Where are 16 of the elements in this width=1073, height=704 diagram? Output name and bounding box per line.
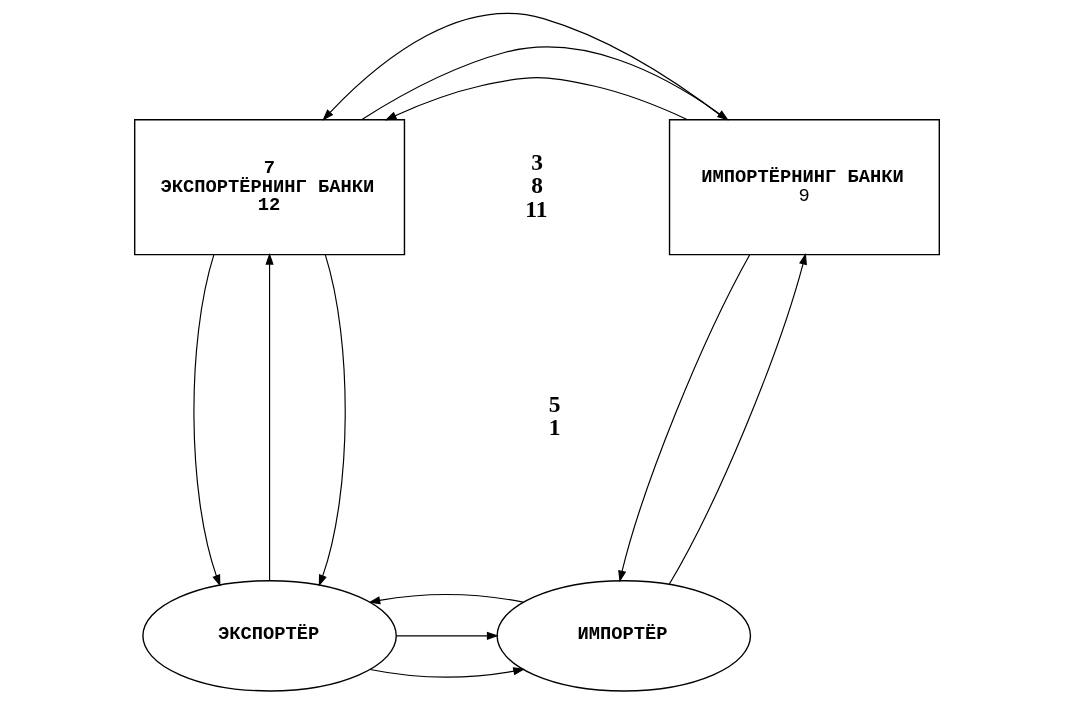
arrow xyxy=(318,254,346,587)
arrow xyxy=(617,254,750,583)
label: 3 xyxy=(530,148,543,175)
node-ellipse: ИМПОРТЁР xyxy=(495,580,751,692)
label: 1 xyxy=(548,414,560,441)
node-box: ИМПОРТЁРНИНГ БАНКИ 9 xyxy=(668,119,940,256)
arrow xyxy=(369,667,525,678)
arrow xyxy=(192,254,220,587)
arrow xyxy=(395,631,499,640)
arrow xyxy=(384,77,688,121)
arrow xyxy=(368,593,524,605)
label: 5 xyxy=(548,390,560,417)
node-box: 7 ЭКСПОРТЁРНИНГ БАНКИ 12 xyxy=(133,119,405,256)
arrow xyxy=(668,252,807,585)
arrow xyxy=(264,252,274,582)
node-ellipse: ЭКСПОРТЁР xyxy=(141,580,397,692)
